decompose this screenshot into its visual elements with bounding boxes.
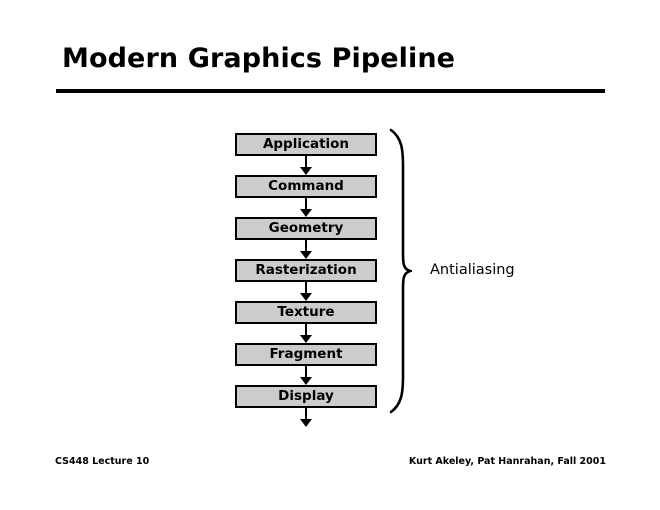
arrow-head xyxy=(300,377,312,385)
down-arrow-icon xyxy=(235,324,377,343)
arrow-head xyxy=(300,335,312,343)
arrow-head xyxy=(300,167,312,175)
arrow-shaft xyxy=(305,282,307,295)
down-arrow-icon xyxy=(235,198,377,217)
title-underline-rule xyxy=(56,89,605,93)
arrow-shaft xyxy=(305,198,307,211)
stage-box-label: Texture xyxy=(235,301,377,324)
arrow-head xyxy=(300,419,312,427)
stage-box-label: Command xyxy=(235,175,377,198)
arrow-shaft xyxy=(305,324,307,337)
stage-box-label: Fragment xyxy=(235,343,377,366)
arrow-head xyxy=(300,209,312,217)
stage-box-label: Rasterization xyxy=(235,259,377,282)
pipeline-stage-display: Display xyxy=(235,385,377,408)
down-arrow-icon xyxy=(235,282,377,301)
pipeline-stage-fragment: Fragment xyxy=(235,343,377,366)
pipeline-stage-command: Command xyxy=(235,175,377,198)
arrow-shaft xyxy=(305,366,307,379)
page-title: Modern Graphics Pipeline xyxy=(62,43,456,74)
stage-box-label: Display xyxy=(235,385,377,408)
pipeline-stage-rasterization: Rasterization xyxy=(235,259,377,282)
pipeline-stage-application: Application xyxy=(235,133,377,156)
pipeline-stage-texture: Texture xyxy=(235,301,377,324)
arrow-shaft xyxy=(305,156,307,169)
arrow-head xyxy=(300,251,312,259)
right-curly-brace-icon xyxy=(389,128,412,414)
arrow-shaft xyxy=(305,240,307,253)
down-arrow-icon xyxy=(235,240,377,259)
down-arrow-icon-output xyxy=(235,408,377,427)
footer-course-lecture: CS448 Lecture 10 xyxy=(55,456,150,467)
stage-box-label: Geometry xyxy=(235,217,377,240)
pipeline-diagram: Application Command Geometry Rasterizati… xyxy=(235,133,377,427)
footer-authors-term: Kurt Akeley, Pat Hanrahan, Fall 2001 xyxy=(408,456,606,467)
annotation-antialiasing-label: Antialiasing xyxy=(430,262,515,278)
down-arrow-icon xyxy=(235,366,377,385)
pipeline-stage-geometry: Geometry xyxy=(235,217,377,240)
arrow-head xyxy=(300,293,312,301)
stage-box-label: Application xyxy=(235,133,377,156)
arrow-shaft xyxy=(305,408,307,421)
down-arrow-icon xyxy=(235,156,377,175)
